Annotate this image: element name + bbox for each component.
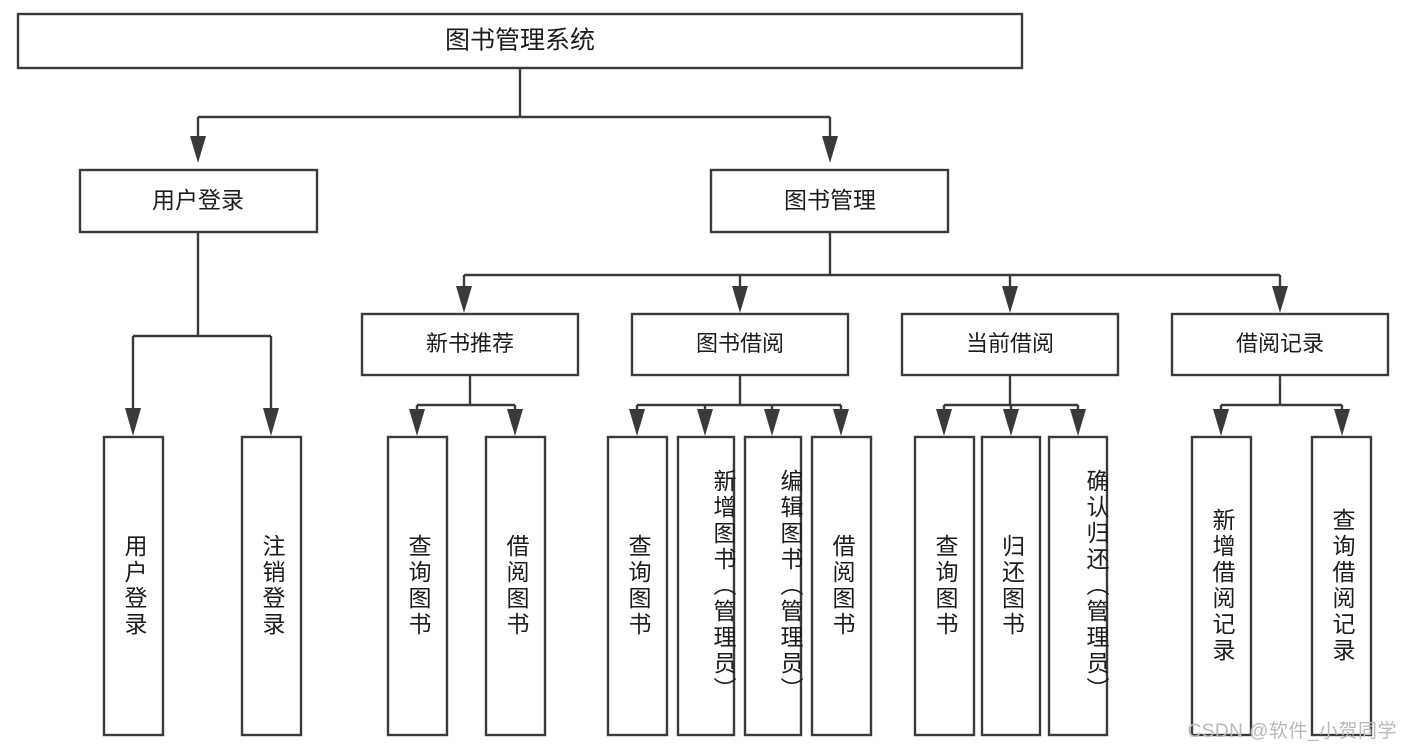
arrow-head-bb-2 <box>764 409 780 436</box>
connector-group-book-borrow <box>629 375 849 436</box>
arrow-head-l2-1 <box>732 286 748 313</box>
connector-group-user-login <box>125 232 279 436</box>
node-book-borrow[interactable]: 图书借阅 <box>630 312 850 377</box>
leaf-box-book-borrow-3[interactable] <box>810 435 873 737</box>
leaf-box-user-login-0[interactable] <box>102 435 165 737</box>
arrow-head-nbr-0 <box>409 409 425 436</box>
node-current-borrow[interactable]: 当前借阅 <box>900 312 1120 377</box>
node-book-management-box[interactable] <box>709 168 950 234</box>
node-borrow-record-label: 借阅记录 <box>1236 331 1324 356</box>
arrow-head-bb-3 <box>833 409 849 436</box>
arrow-head-br-1 <box>1334 409 1350 436</box>
arrow-head-cb-2 <box>1070 409 1086 436</box>
leaf-box-book-borrow-2[interactable] <box>743 435 803 737</box>
node-current-borrow-label: 当前借阅 <box>966 331 1054 356</box>
leaf-box-borrow-record-0[interactable] <box>1190 435 1253 737</box>
connector-group-borrow-record <box>1213 375 1350 436</box>
node-current-borrow-box[interactable] <box>900 312 1120 377</box>
connector-group-current-borrow <box>936 375 1086 436</box>
node-book-borrow-label: 图书借阅 <box>696 331 784 356</box>
arrow-head-user-login <box>190 136 206 163</box>
connector-group-root <box>190 68 838 163</box>
leaf-box-borrow-record-1[interactable] <box>1310 435 1373 737</box>
leaf-box-new-book-recommend-0[interactable] <box>386 435 449 737</box>
arrow-head-br-0 <box>1213 409 1229 436</box>
node-book-borrow-box[interactable] <box>630 312 850 377</box>
leaf-box-book-borrow-0[interactable] <box>606 435 669 737</box>
arrow-head-l2-3 <box>1272 286 1288 313</box>
node-user-login-box[interactable] <box>78 168 319 234</box>
leaf-box-current-borrow-1[interactable] <box>980 435 1042 737</box>
leaf-box-current-borrow-0[interactable] <box>913 435 976 737</box>
arrow-head-bb-0 <box>629 409 645 436</box>
connector-group-book-mgmt <box>456 232 1288 313</box>
node-root-label: 图书管理系统 <box>445 27 595 55</box>
node-book-management[interactable]: 图书管理 <box>709 168 950 234</box>
arrow-head-cb-0 <box>936 409 952 436</box>
leaf-box-book-borrow-1[interactable] <box>676 435 736 737</box>
leaf-box-user-login-1[interactable] <box>240 435 303 737</box>
node-root[interactable]: 图书管理系统 <box>16 12 1024 70</box>
arrow-head-bb-1 <box>697 409 713 436</box>
node-new-book-recommend-box[interactable] <box>360 312 580 377</box>
node-user-login-label: 用户登录 <box>152 187 244 213</box>
leaf-box-new-book-recommend-1[interactable] <box>484 435 547 737</box>
arrow-head-l2-0 <box>456 286 472 313</box>
node-new-book-recommend-label: 新书推荐 <box>426 331 514 356</box>
arrow-head-leaf-user-login-0 <box>125 408 141 436</box>
node-borrow-record-box[interactable] <box>1170 312 1390 377</box>
arrow-head-book-mgmt <box>822 136 838 163</box>
arrow-head-l2-2 <box>1002 286 1018 313</box>
node-book-management-label: 图书管理 <box>784 187 876 213</box>
arrow-head-cb-1 <box>1003 409 1019 436</box>
node-borrow-record[interactable]: 借阅记录 <box>1170 312 1390 377</box>
watermark-text: CSDN @软件_小贺同学 <box>1187 721 1397 742</box>
arrow-head-nbr-1 <box>507 409 523 436</box>
connector-group-new-book-recommend <box>409 375 523 436</box>
node-new-book-recommend[interactable]: 新书推荐 <box>360 312 580 377</box>
arrow-head-leaf-user-login-1 <box>263 408 279 436</box>
leaf-box-current-borrow-2[interactable] <box>1047 435 1109 737</box>
node-user-login[interactable]: 用户登录 <box>78 168 319 234</box>
node-root-box[interactable] <box>16 12 1024 70</box>
